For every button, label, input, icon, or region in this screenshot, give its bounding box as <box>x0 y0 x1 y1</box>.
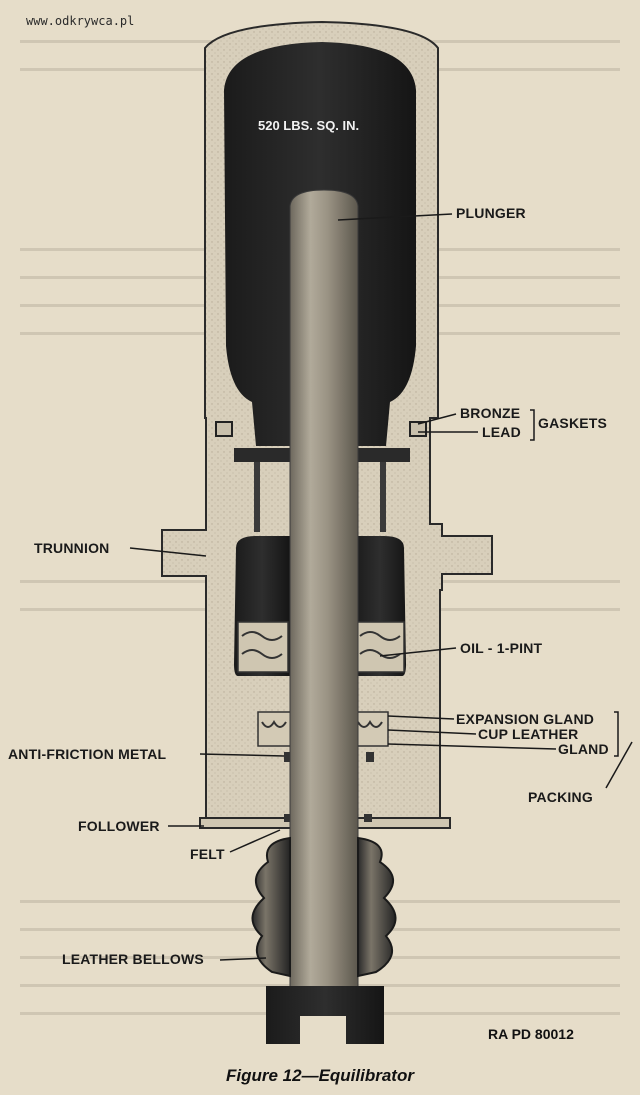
pressure-label: 520 LBS. SQ. IN. <box>258 118 360 133</box>
watermark-text: www.odkrywca.pl <box>26 14 135 28</box>
label-oil: OIL - 1-PINT <box>460 640 543 656</box>
label-packing: PACKING <box>528 789 593 805</box>
piston-rods <box>254 462 386 532</box>
reference-number: RA PD 80012 <box>488 1026 574 1042</box>
packing-assembly <box>257 711 389 762</box>
plunger-rod <box>289 189 359 991</box>
figure-caption: Figure 12—Equilibrator <box>226 1066 414 1085</box>
label-cup-leather: CUP LEATHER <box>478 726 579 742</box>
label-gaskets: GASKETS <box>538 415 608 431</box>
clevis-end <box>266 986 384 1044</box>
label-gland: GLAND <box>558 741 609 757</box>
oil-chambers <box>234 536 406 676</box>
label-bronze: BRONZE <box>460 405 521 421</box>
label-trunnion: TRUNNION <box>34 540 110 556</box>
label-lead: LEAD <box>482 424 521 440</box>
leader-lines <box>129 213 633 961</box>
label-expansion-gland: EXPANSION GLAND <box>456 711 595 727</box>
label-follower: FOLLOWER <box>78 818 160 834</box>
label-anti-friction-metal: ANTI-FRICTION METAL <box>8 746 167 762</box>
label-felt: FELT <box>190 846 225 862</box>
label-leather-bellows: LEATHER BELLOWS <box>62 951 204 967</box>
label-plunger: PLUNGER <box>456 205 526 221</box>
leather-bellows <box>251 836 397 978</box>
